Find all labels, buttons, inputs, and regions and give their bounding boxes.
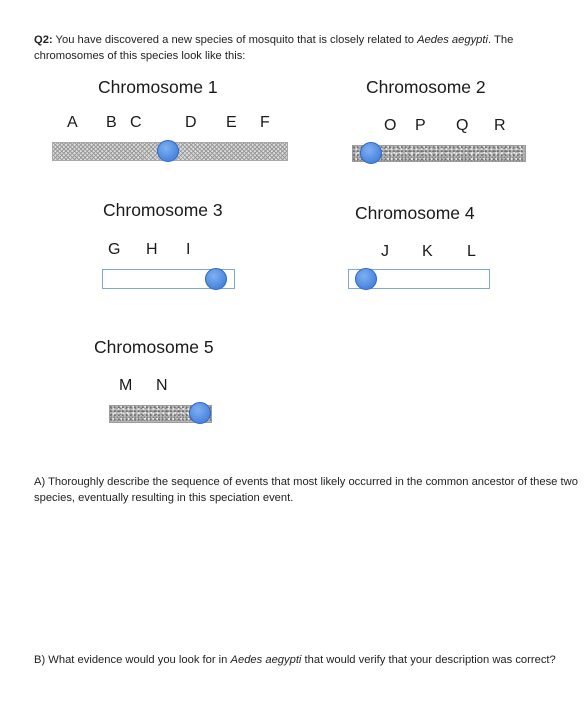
question-label: Q2: — [34, 34, 53, 46]
gene-label: L — [467, 243, 476, 260]
gene-label: G — [108, 241, 121, 258]
chromosome-3-bar — [102, 269, 235, 289]
gene-label: K — [422, 243, 433, 260]
species-name: Aedes aegypti — [417, 34, 488, 46]
gene-label: I — [186, 241, 191, 258]
gene-label: P — [415, 117, 426, 134]
gene-label: F — [260, 114, 270, 131]
gene-label: D — [185, 114, 197, 131]
part-b-question: B) What evidence would you look for in A… — [34, 652, 574, 668]
question-intro: Q2: You have discovered a new species of… — [34, 32, 579, 64]
gene-label: N — [156, 377, 168, 394]
part-b-text-end: that would verify that your description … — [301, 654, 556, 666]
chromosome-2-title: Chromosome 2 — [366, 77, 486, 97]
question-text-end: . The chromosomes of this species look l… — [34, 34, 514, 62]
gene-label: O — [384, 117, 397, 134]
centromere-3 — [205, 268, 227, 290]
chromosome-4-bar — [348, 269, 490, 289]
part-b-text: B) What evidence would you look for in — [34, 654, 231, 666]
chromosome-5-bar — [109, 405, 212, 423]
centromere-1 — [157, 140, 179, 162]
chromosome-2-bar — [352, 145, 526, 162]
gene-label: B — [106, 114, 117, 131]
gene-label: J — [381, 243, 389, 260]
centromere-5 — [189, 402, 211, 424]
gene-label: C — [130, 114, 142, 131]
chromosome-1-title: Chromosome 1 — [98, 77, 218, 97]
centromere-2 — [360, 142, 382, 164]
species-name: Aedes aegypti — [230, 654, 302, 666]
gene-label: M — [119, 377, 133, 394]
chromosome-3-title: Chromosome 3 — [103, 200, 223, 220]
question-text: You have discovered a new species of mos… — [52, 34, 418, 46]
gene-label: E — [226, 114, 237, 131]
chromosome-5-title: Chromosome 5 — [94, 337, 214, 357]
centromere-4 — [355, 268, 377, 290]
gene-label: R — [494, 117, 506, 134]
gene-label: H — [146, 241, 158, 258]
chromosome-4-title: Chromosome 4 — [355, 203, 475, 223]
part-a-question: A) Thoroughly describe the sequence of e… — [34, 476, 578, 504]
gene-label: A — [67, 114, 78, 131]
gene-label: Q — [456, 117, 469, 134]
